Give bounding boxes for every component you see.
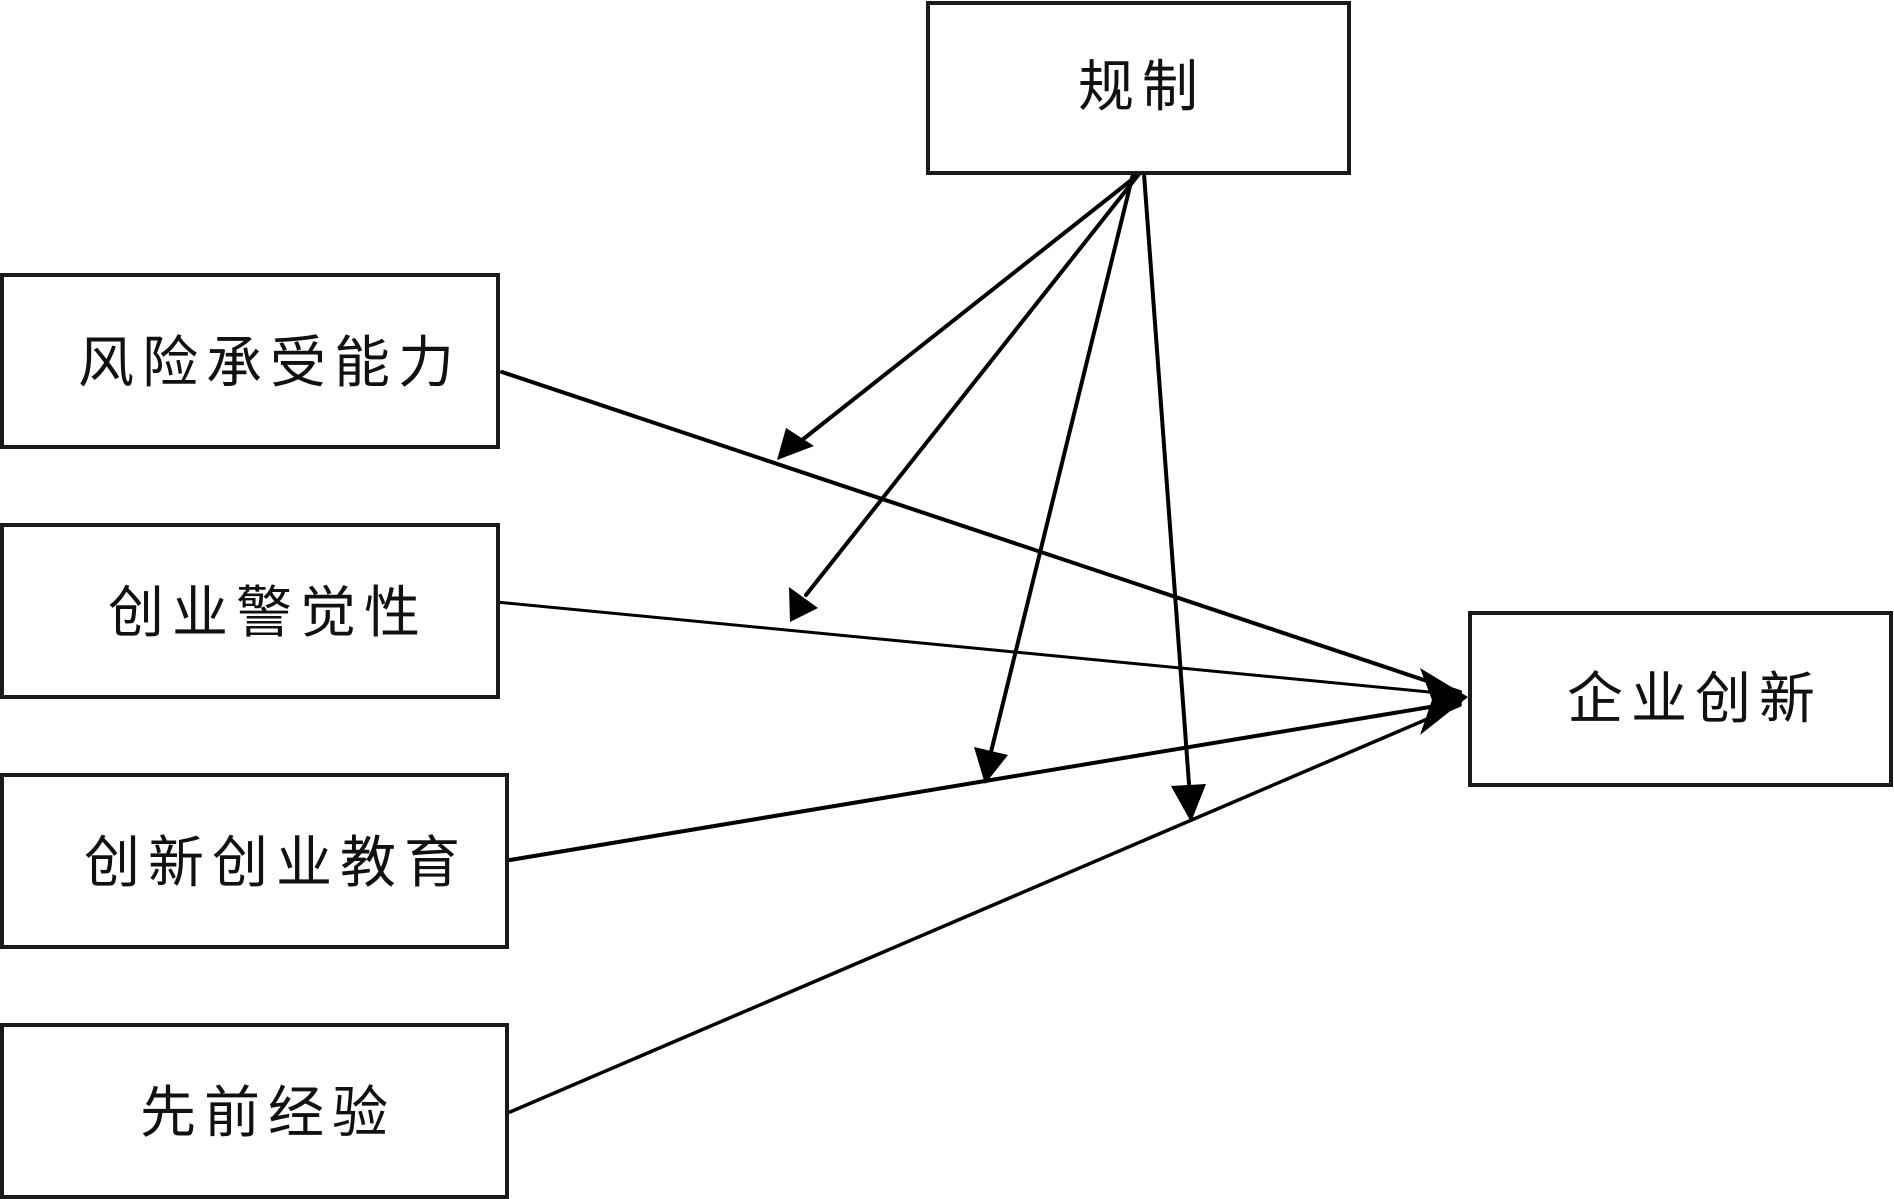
node-enterprise-innovation: 企业创新 [1468, 611, 1893, 787]
node-prior-experience-label: 先前经验 [140, 1081, 396, 1146]
edge-experience-to-innovation [508, 703, 1462, 1114]
node-entrepreneurial-alertness-label: 创业警觉性 [108, 581, 428, 646]
edge-alertness-to-innovation [494, 600, 1462, 697]
edge-regulation-to-risk-path [795, 172, 1141, 446]
edge-regulation-to-experience-path [1142, 172, 1191, 786]
node-regulation: 规制 [926, 1, 1351, 175]
arrowhead-regulation-alertness [789, 587, 818, 622]
node-enterprise-innovation-label: 企业创新 [1567, 667, 1823, 732]
node-prior-experience: 先前经验 [0, 1023, 509, 1199]
arrowhead-regulation-experience [1171, 784, 1206, 822]
node-innovation-entrepreneurship-education: 创新创业教育 [0, 773, 509, 949]
arrowhead-regulation-risk [777, 428, 814, 460]
arrowhead-into-innovation [1420, 668, 1468, 735]
edge-risk-tolerance-to-innovation [500, 370, 1462, 694]
moderation-edges [777, 172, 1206, 822]
direct-effect-edges [494, 370, 1468, 1114]
node-entrepreneurial-alertness: 创业警觉性 [0, 523, 500, 699]
node-risk-tolerance: 风险承受能力 [0, 273, 500, 449]
node-risk-tolerance-label: 风险承受能力 [78, 331, 462, 396]
edge-regulation-to-education-path [989, 172, 1135, 754]
node-regulation-label: 规制 [1078, 55, 1206, 120]
arrowhead-regulation-education [974, 747, 1008, 784]
edge-regulation-to-alertness-path [804, 172, 1141, 597]
node-innovation-entrepreneurship-education-label: 创新创业教育 [84, 831, 468, 896]
